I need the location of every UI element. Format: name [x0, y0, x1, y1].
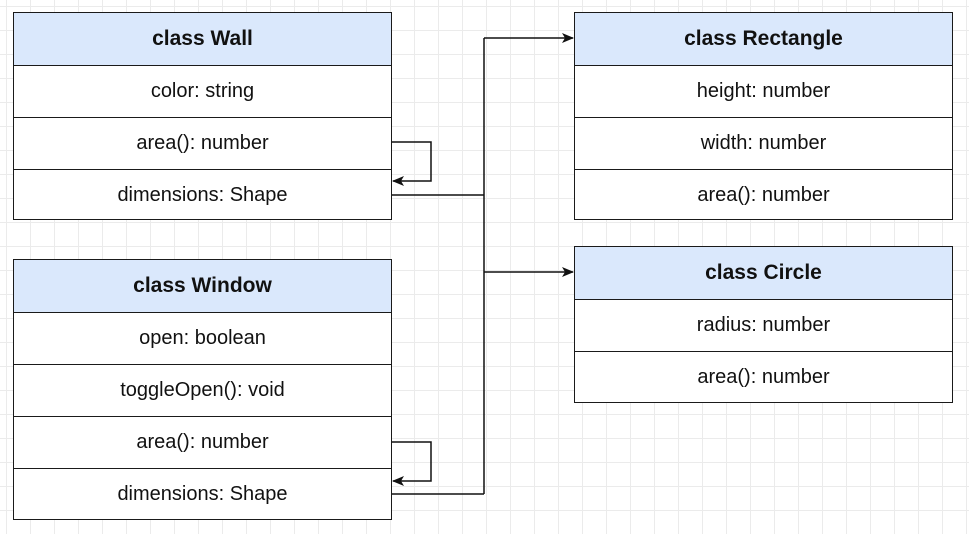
class-circle-title: class Circle	[575, 247, 952, 300]
class-circle-member: area(): number	[697, 366, 830, 388]
wall-self-connector	[392, 141, 432, 186]
class-wall-member: color: string	[14, 66, 391, 118]
class-window-member: dimensions: Shape	[117, 483, 288, 505]
class-rectangle-member: area(): number	[697, 184, 830, 206]
class-circle-member: radius: number	[575, 300, 952, 352]
class-window-title: class Window	[14, 260, 391, 313]
class-window-member: open: boolean	[14, 313, 391, 365]
class-window-member: area(): number	[14, 417, 391, 469]
class-wall-member: dimensions: Shape	[117, 184, 288, 206]
class-rectangle[interactable]: class Rectangle height: number width: nu…	[574, 12, 953, 220]
window-self-connector	[392, 441, 432, 486]
class-window-member: toggleOpen(): void	[14, 365, 391, 417]
class-wall-title: class Wall	[14, 13, 391, 66]
class-rectangle-member: height: number	[575, 66, 952, 118]
class-rectangle-member: width: number	[575, 118, 952, 170]
class-wall-member: area(): number	[14, 118, 391, 170]
class-window[interactable]: class Window open: boolean toggleOpen():…	[13, 259, 392, 520]
class-circle[interactable]: class Circle radius: number area(): numb…	[574, 246, 953, 403]
class-wall[interactable]: class Wall color: string area(): number …	[13, 12, 392, 220]
class-rectangle-title: class Rectangle	[575, 13, 952, 66]
